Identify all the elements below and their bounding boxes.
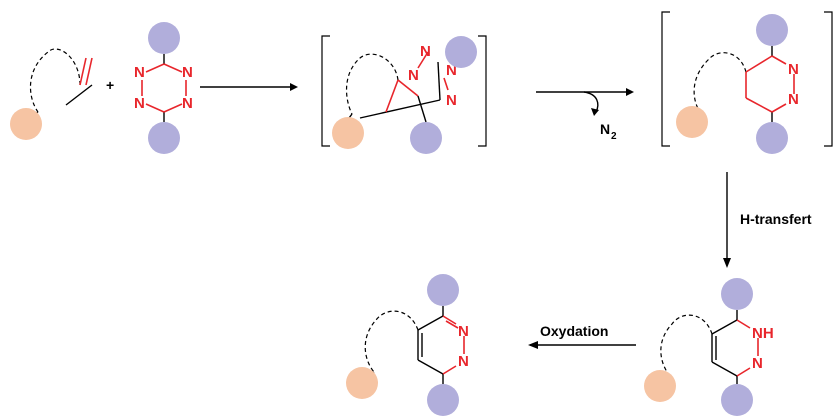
atom-n: N bbox=[182, 95, 193, 112]
dihydropyridazine-nh: NH N bbox=[644, 278, 774, 416]
ring-dashed bbox=[29, 48, 81, 113]
orange-substituent bbox=[332, 117, 364, 149]
bracket-left bbox=[661, 11, 670, 147]
ring-bond-d bbox=[145, 103, 165, 113]
blue-substituent-top bbox=[721, 278, 753, 310]
ring-bond-a bbox=[163, 63, 183, 73]
atom-n: N bbox=[408, 67, 419, 84]
arrowhead bbox=[528, 341, 538, 349]
ring-bond-red bbox=[385, 79, 399, 113]
blue-substituent-bottom bbox=[721, 384, 753, 416]
arrowhead bbox=[626, 88, 634, 96]
atom-n: N bbox=[752, 355, 763, 372]
ring-bond-c bbox=[163, 103, 183, 113]
cn-bond bbox=[736, 367, 751, 377]
cn-bond bbox=[442, 315, 457, 325]
ring-bond-red-2 bbox=[397, 79, 419, 97]
blue-substituent-bottom bbox=[427, 384, 459, 416]
arrowhead bbox=[290, 83, 298, 91]
ring-bond bbox=[745, 55, 773, 73]
atom-n: N bbox=[458, 353, 469, 370]
ring-bond bbox=[711, 361, 738, 377]
tetrazine-reactant: N N N N bbox=[134, 22, 193, 154]
arrowhead bbox=[591, 108, 599, 116]
bond bbox=[437, 61, 441, 101]
cn-double-bond bbox=[445, 320, 459, 329]
atom-n: N bbox=[182, 64, 193, 81]
blue-substituent-bottom bbox=[148, 122, 180, 154]
bracket-left bbox=[321, 35, 330, 147]
orange-substituent bbox=[676, 106, 708, 138]
atom-n: N bbox=[134, 64, 145, 81]
blue-substituent-bottom bbox=[756, 122, 788, 154]
ring-bond bbox=[417, 315, 444, 331]
atom-n: N bbox=[788, 61, 799, 78]
atom-nh: NH bbox=[752, 325, 774, 342]
bond bbox=[417, 95, 427, 123]
bracket-right bbox=[824, 11, 833, 147]
h-transfer-label: H-transfert bbox=[740, 211, 812, 227]
ring-bond bbox=[65, 84, 93, 106]
cn-bond bbox=[771, 103, 787, 113]
ring-dashed bbox=[660, 314, 713, 377]
alkene-bond-2 bbox=[85, 57, 93, 86]
atom-n: N bbox=[788, 91, 799, 108]
oxidation-label: Oxydation bbox=[540, 323, 608, 339]
atom-n: N bbox=[420, 43, 431, 60]
blue-substituent-top bbox=[427, 274, 459, 306]
bracket-right bbox=[478, 35, 487, 147]
blue-substituent-top bbox=[148, 22, 180, 54]
plus-sign: + bbox=[106, 77, 114, 93]
arrowhead bbox=[723, 258, 731, 268]
dihydropyridazine-intermediate: N N bbox=[661, 11, 833, 154]
atom-n: N bbox=[446, 62, 457, 79]
atom-n: N bbox=[134, 95, 145, 112]
n2-release-arrow bbox=[583, 91, 599, 113]
n2-label: N bbox=[600, 121, 610, 137]
orange-substituent bbox=[644, 370, 676, 402]
ring-dashed bbox=[345, 53, 399, 115]
cn-bond bbox=[736, 319, 751, 329]
nn-bond bbox=[417, 51, 429, 69]
blue-substituent-top bbox=[445, 36, 477, 68]
ring-dashed bbox=[693, 52, 747, 113]
bicyclic-intermediate: N N N N bbox=[321, 35, 487, 154]
orange-substituent bbox=[10, 108, 42, 140]
n2-subscript: 2 bbox=[611, 131, 617, 142]
orange-substituent bbox=[346, 367, 378, 399]
ring-bond bbox=[417, 359, 444, 375]
alkene-bond bbox=[79, 57, 87, 86]
atom-n: N bbox=[458, 323, 469, 340]
ring-dashed bbox=[364, 310, 419, 373]
bridge-bond bbox=[359, 99, 441, 119]
ring-bond bbox=[745, 97, 773, 113]
ring-bond bbox=[711, 319, 738, 335]
alkene-reactant bbox=[10, 48, 93, 140]
ring-bond-b bbox=[145, 63, 165, 73]
pyridazine-product: N N bbox=[346, 274, 469, 416]
atom-n: N bbox=[446, 92, 457, 109]
nn-bond-2 bbox=[443, 77, 449, 91]
cn-bond bbox=[771, 55, 787, 65]
blue-substituent-top bbox=[756, 14, 788, 46]
blue-substituent-bottom bbox=[410, 122, 442, 154]
cn-bond bbox=[442, 365, 457, 375]
